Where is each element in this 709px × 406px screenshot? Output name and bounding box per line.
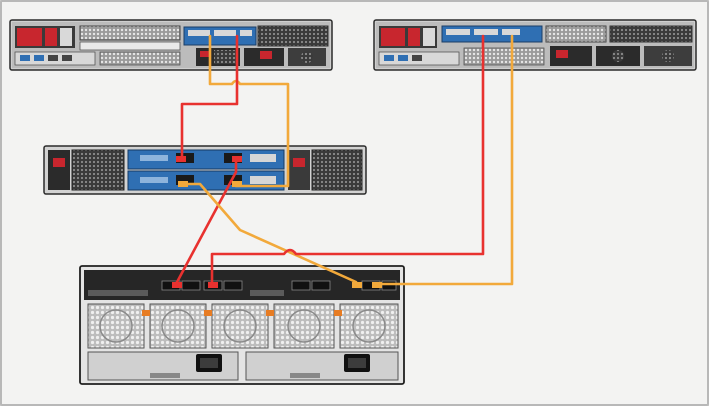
storage-enclosure	[79, 265, 405, 385]
cable-red-switch-enclosure	[174, 158, 238, 286]
cable-red-server1-switch	[180, 34, 239, 162]
server-2	[373, 19, 697, 71]
cable-orange-server2-enclosure	[374, 34, 514, 286]
enclosure-fan-modules	[87, 303, 399, 349]
cable-red-server2-enclosure	[210, 34, 485, 286]
cables	[172, 34, 514, 288]
server-1	[9, 19, 333, 71]
switch	[43, 145, 367, 195]
cable-orange-switch-enclosure	[180, 182, 358, 284]
